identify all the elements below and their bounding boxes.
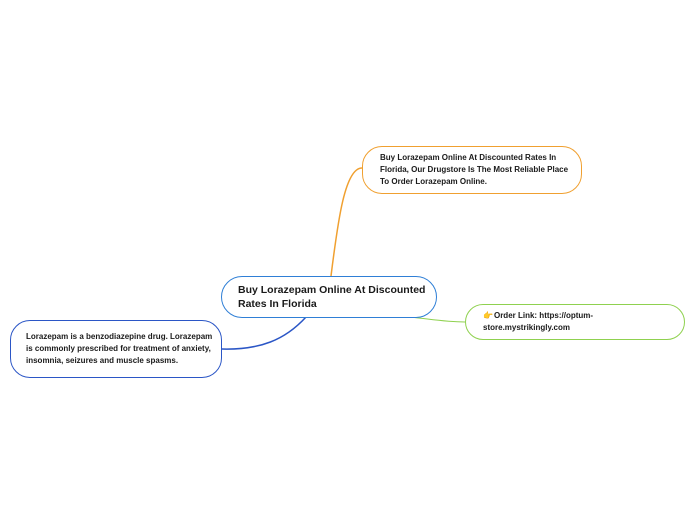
pointing-finger-icon: 👉	[483, 311, 493, 320]
branch-topic-right-content: 👉Order Link: https://optum-store.mystrik…	[483, 310, 674, 334]
branch-topic-right-label: Order Link: https://optum-store.mystriki…	[483, 311, 594, 332]
central-topic[interactable]: Buy Lorazepam Online At Discounted Rates…	[221, 276, 437, 318]
central-topic-label: Buy Lorazepam Online At Discounted Rates…	[238, 284, 426, 310]
branch-topic-left-label: Lorazepam is a benzodiazepine drug. Lora…	[26, 332, 213, 365]
branch-topic-left[interactable]: Lorazepam is a benzodiazepine drug. Lora…	[10, 320, 222, 378]
branch-topic-right[interactable]: 👉Order Link: https://optum-store.mystrik…	[465, 304, 685, 340]
connector-top	[330, 167, 363, 277]
branch-topic-top[interactable]: Buy Lorazepam Online At Discounted Rates…	[362, 146, 582, 194]
branch-topic-top-label: Buy Lorazepam Online At Discounted Rates…	[380, 153, 569, 186]
connector-left	[221, 316, 307, 350]
